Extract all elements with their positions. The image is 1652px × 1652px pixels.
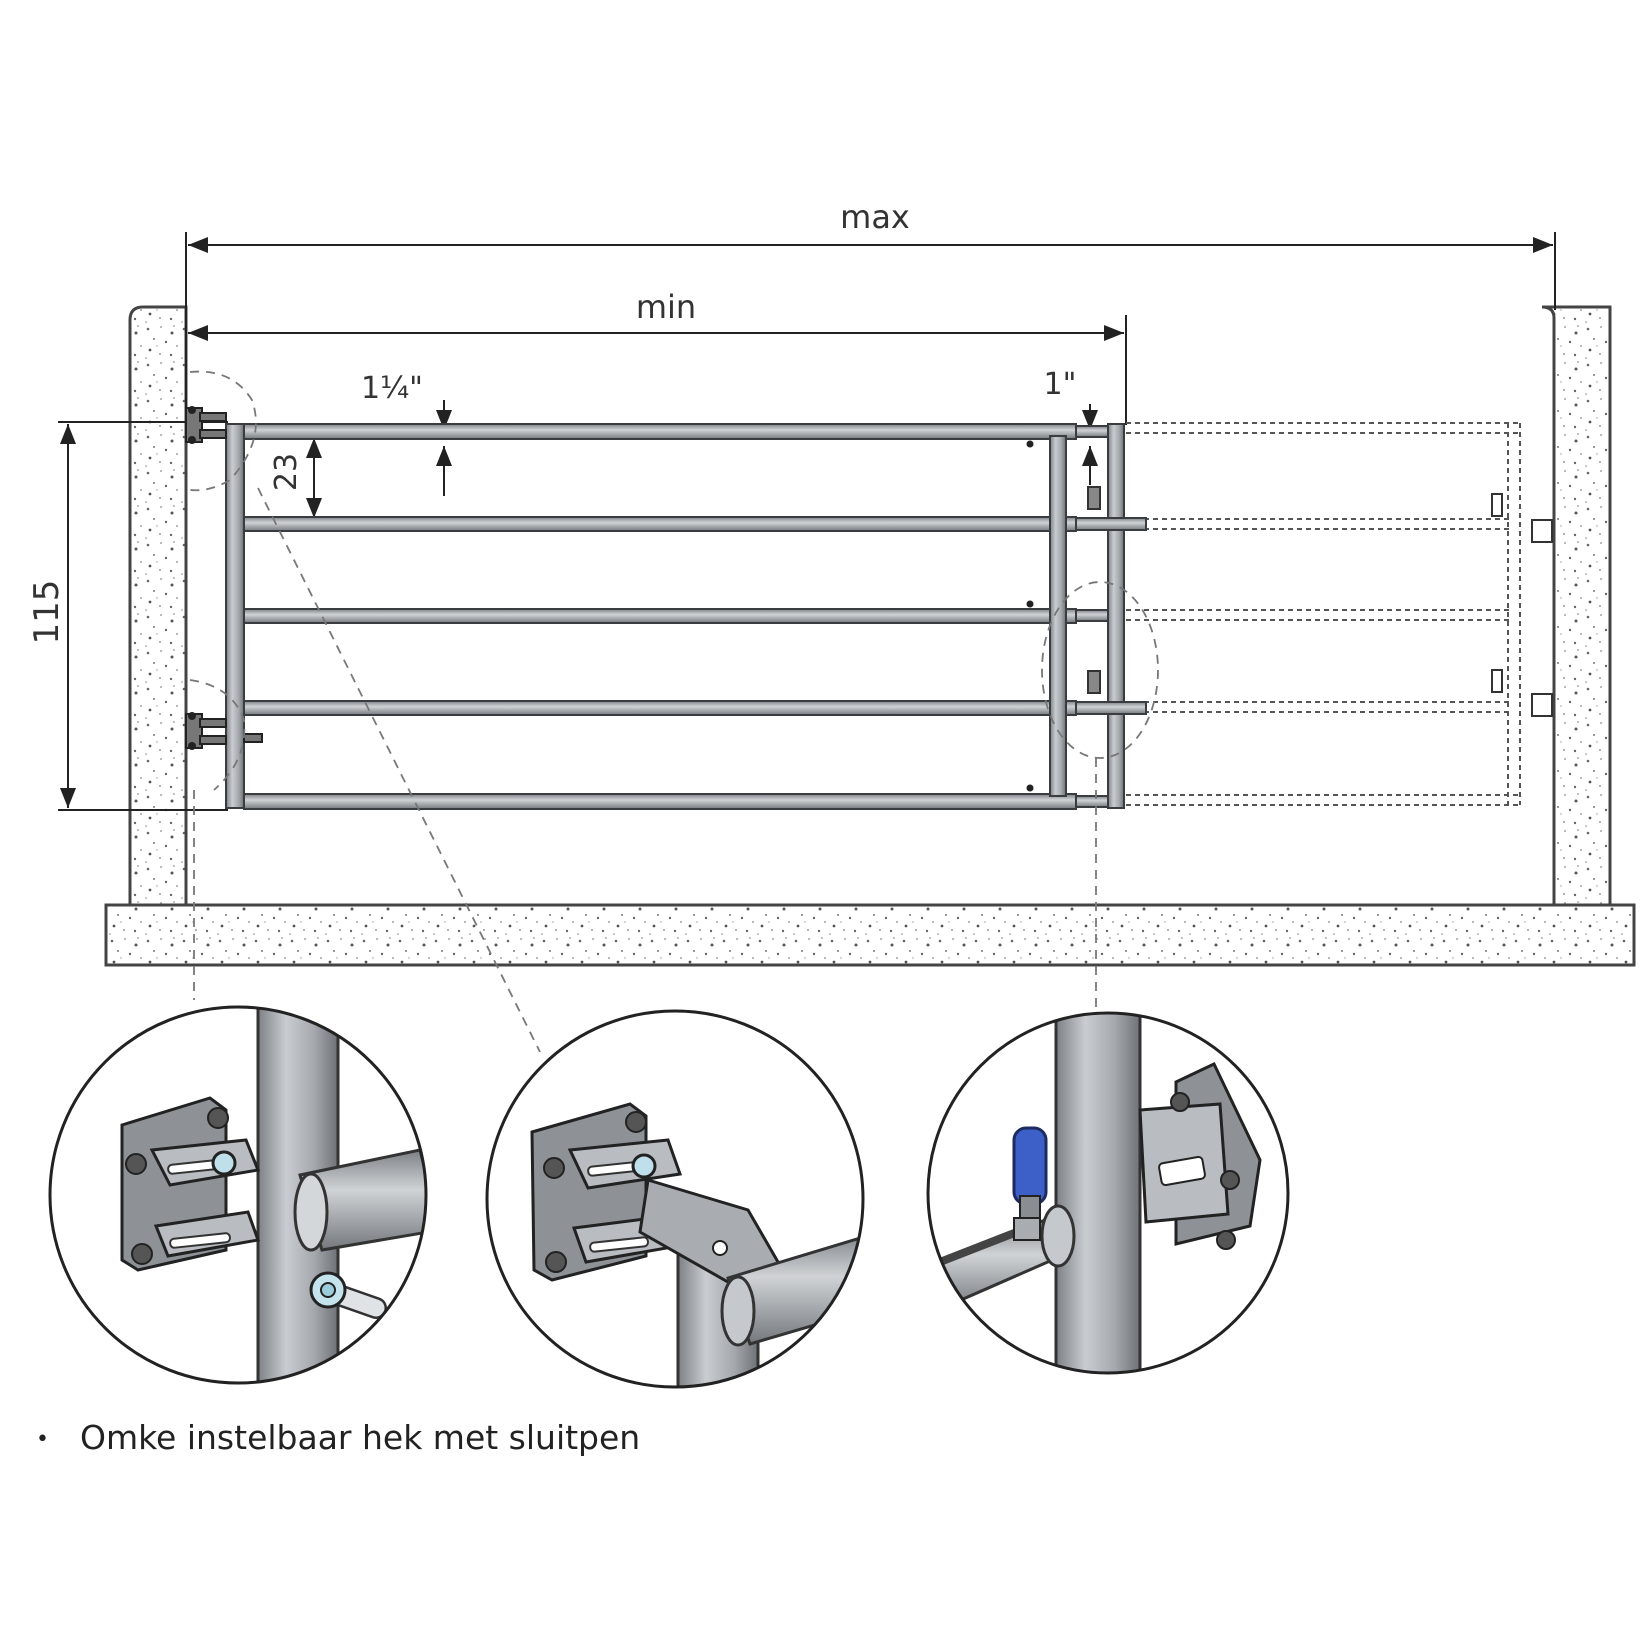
right-wall: [1541, 305, 1612, 907]
detail-hinge-bolt: [48, 1005, 428, 1385]
caption-text: Omke instelbaar hek met sluitpen: [80, 1418, 641, 1457]
gate-extension: [1126, 422, 1521, 806]
left-wall: [128, 305, 188, 907]
gate-rail-2: [243, 516, 1077, 532]
gate-top-rail: [243, 423, 1077, 440]
min-label: min: [636, 288, 696, 326]
pipe-callout-right: 1": [1044, 367, 1098, 485]
slide-rail-2: [1075, 701, 1147, 715]
max-label: max: [840, 198, 910, 236]
locking-pin-icon: [1012, 1126, 1048, 1206]
pipe-right-label: 1": [1044, 367, 1077, 402]
detail-leaders: [189, 370, 1159, 1053]
detail-hinge-pipe: [485, 1009, 865, 1389]
pipe-callout-top: 1¼": [361, 371, 452, 496]
gate-sliding-post: [1107, 423, 1125, 809]
height-dimension: 115: [27, 421, 228, 811]
height-label: 115: [27, 580, 67, 645]
wall-catch: [1491, 493, 1553, 717]
spacing-dimension: 23: [269, 438, 322, 518]
caption-bullet: •: [36, 1427, 49, 1452]
slide-rail-1: [1075, 517, 1147, 531]
detail-locking-pin: [926, 1011, 1290, 1375]
spacing-label: 23: [269, 453, 304, 491]
caption: • Omke instelbaar hek met sluitpen: [36, 1418, 640, 1457]
gate-frame: [225, 423, 1147, 810]
max-dimension: max: [185, 198, 1556, 420]
gate-rail-3: [243, 608, 1077, 624]
gate-bottom-rail: [243, 793, 1077, 810]
min-dimension: min: [188, 288, 1127, 425]
floor-slab: [104, 903, 1636, 967]
bottom-hinge: [185, 712, 263, 750]
gate-inner-post: [1049, 435, 1067, 797]
pipe-top-label: 1¼": [361, 371, 423, 406]
top-hinge: [185, 406, 227, 444]
